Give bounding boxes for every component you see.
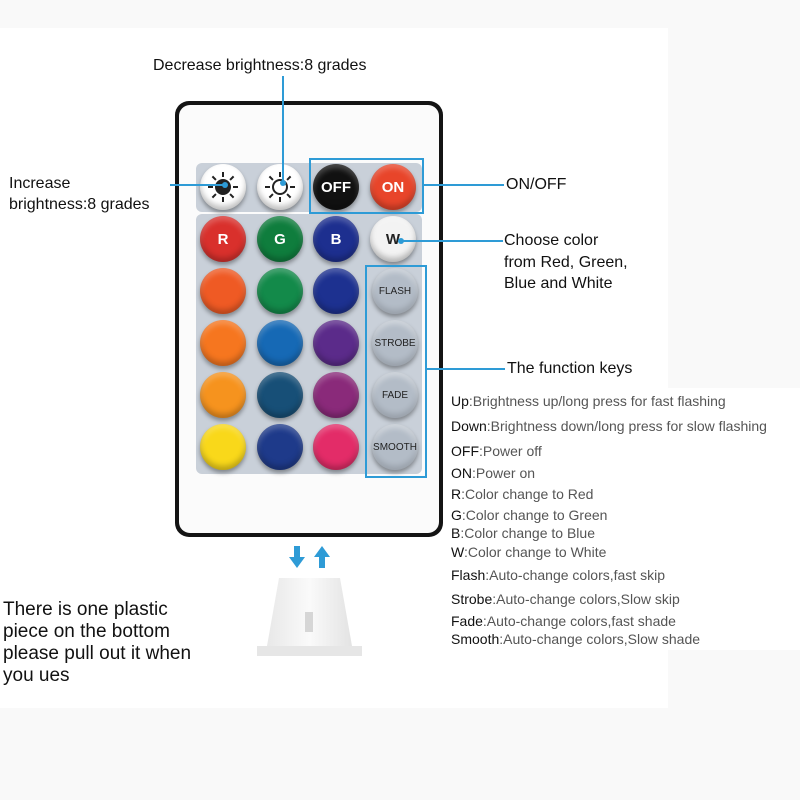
color-button-r[interactable]: R: [200, 216, 246, 262]
color-button-b[interactable]: B: [313, 216, 359, 262]
smooth-button[interactable]: SMOOTH: [372, 424, 418, 470]
legend-key: W: [451, 544, 464, 560]
bottom-note-line-3: please pull out it when: [3, 643, 192, 664]
color-button-r2-c2[interactable]: [257, 268, 303, 314]
legend-background: [447, 388, 800, 650]
choose-color-callout-2: from Red, Green,: [504, 254, 628, 271]
legend-description: :Color change to Red: [461, 486, 594, 502]
choose-color-callout-dot: [398, 238, 404, 244]
increase-brightness-callout-2: brightness:8 grades: [9, 196, 150, 213]
legend-description: :Power off: [479, 443, 542, 459]
legend-description: :Auto-change colors,fast skip: [485, 567, 665, 583]
legend-description: :Color change to White: [463, 544, 607, 560]
onoff-callout-line: [424, 184, 504, 186]
legend-key: Strobe: [451, 591, 493, 607]
color-button-r-label: R: [217, 230, 229, 248]
legend-description: :Power on: [472, 465, 536, 481]
legend-item: Smooth:Auto-change colors,Slow shade: [451, 631, 700, 647]
bottom-note-line-2: piece on the bottom: [3, 621, 170, 642]
color-button-r4-c1[interactable]: [200, 372, 246, 418]
legend-description: :Auto-change colors,Slow skip: [492, 591, 680, 607]
legend-item: Strobe:Auto-change colors,Slow skip: [451, 591, 680, 607]
legend-description: :Color change to Green: [461, 507, 608, 523]
legend-item: Down:Brightness down/long press for slow…: [451, 418, 767, 434]
plastic-piece: [257, 578, 362, 658]
function-keys-callout: The function keys: [507, 360, 633, 377]
color-button-r5-c3[interactable]: [313, 424, 359, 470]
strobe-button[interactable]: STROBE: [372, 320, 418, 366]
legend-description: :Color change to Blue: [460, 525, 595, 541]
legend-key: OFF: [451, 443, 479, 459]
choose-color-callout-line: [401, 240, 503, 242]
legend-item: Up:Brightness up/long press for fast fla…: [451, 393, 726, 409]
decrease-callout-dot: [280, 180, 286, 186]
increase-brightness-callout-1: Increase: [9, 175, 71, 192]
color-button-r2-c1[interactable]: [200, 268, 246, 314]
color-button-r3-c1[interactable]: [200, 320, 246, 366]
flash-button[interactable]: FLASH: [372, 268, 418, 314]
legend-description: :Brightness up/long press for fast flash…: [468, 393, 726, 409]
onoff-highlight: [309, 158, 424, 214]
arrow-up-icon: [314, 546, 330, 568]
legend-key: Flash: [451, 567, 486, 583]
legend-item: B:Color change to Blue: [451, 525, 595, 541]
strobe-button-label: STROBE: [374, 337, 416, 349]
legend-item: W:Color change to White: [451, 544, 606, 560]
increase-callout-line: [170, 184, 226, 186]
color-button-w[interactable]: W: [370, 216, 416, 262]
legend-description: :Brightness down/long press for slow fla…: [486, 418, 767, 434]
color-button-r3-c3[interactable]: [313, 320, 359, 366]
legend-key: Smooth: [451, 631, 500, 647]
legend-item: ON:Power on: [451, 465, 535, 481]
color-button-r2-c3[interactable]: [313, 268, 359, 314]
off-button[interactable]: OFF: [313, 164, 359, 210]
onoff-callout: ON/OFF: [506, 176, 567, 193]
function-keys-callout-line: [427, 368, 505, 370]
on-button-label: ON: [381, 178, 405, 196]
legend-item: OFF:Power off: [451, 443, 542, 459]
flash-button-label: FLASH: [378, 285, 412, 297]
decrease-brightness-callout: Decrease brightness:8 grades: [153, 57, 367, 74]
legend-item: G:Color change to Green: [451, 507, 607, 523]
color-button-g[interactable]: G: [257, 216, 303, 262]
smooth-button-label: SMOOTH: [373, 441, 417, 453]
legend-item: R:Color change to Red: [451, 486, 593, 502]
legend-key: G: [451, 507, 462, 523]
color-button-r5-c2[interactable]: [257, 424, 303, 470]
choose-color-callout-3: Blue and White: [504, 275, 613, 292]
bottom-note-line-4: you ues: [3, 665, 70, 686]
function-keys-highlight: [365, 265, 427, 478]
color-button-r4-c2[interactable]: [257, 372, 303, 418]
brightness-down-button[interactable]: [257, 164, 303, 210]
on-button[interactable]: ON: [370, 164, 416, 210]
color-button-w-label: W: [385, 230, 401, 248]
legend-key: B: [451, 525, 461, 541]
legend-key: Up: [451, 393, 469, 409]
legend-key: R: [451, 486, 462, 502]
legend-item: Fade:Auto-change colors,fast shade: [451, 613, 676, 629]
legend-item: Flash:Auto-change colors,fast skip: [451, 567, 665, 583]
legend-description: :Auto-change colors,fast shade: [482, 613, 676, 629]
choose-color-callout-1: Choose color: [504, 232, 599, 249]
legend-description: :Auto-change colors,Slow shade: [499, 631, 701, 647]
color-button-b-label: B: [330, 230, 342, 248]
decrease-callout-line: [282, 76, 284, 184]
fade-button-label: FADE: [381, 389, 409, 401]
brightness-down-icon: [257, 164, 303, 210]
bottom-note-line-1: There is one plastic: [3, 599, 168, 620]
arrow-down-icon: [289, 546, 305, 568]
color-button-r3-c2[interactable]: [257, 320, 303, 366]
legend-key: Down: [451, 418, 487, 434]
fade-button[interactable]: FADE: [372, 372, 418, 418]
color-button-r5-c1[interactable]: [200, 424, 246, 470]
legend-key: ON: [451, 465, 472, 481]
color-button-r4-c3[interactable]: [313, 372, 359, 418]
legend-key: Fade: [451, 613, 483, 629]
increase-callout-dot: [222, 182, 228, 188]
color-button-g-label: G: [274, 230, 286, 248]
off-button-label: OFF: [321, 178, 351, 196]
